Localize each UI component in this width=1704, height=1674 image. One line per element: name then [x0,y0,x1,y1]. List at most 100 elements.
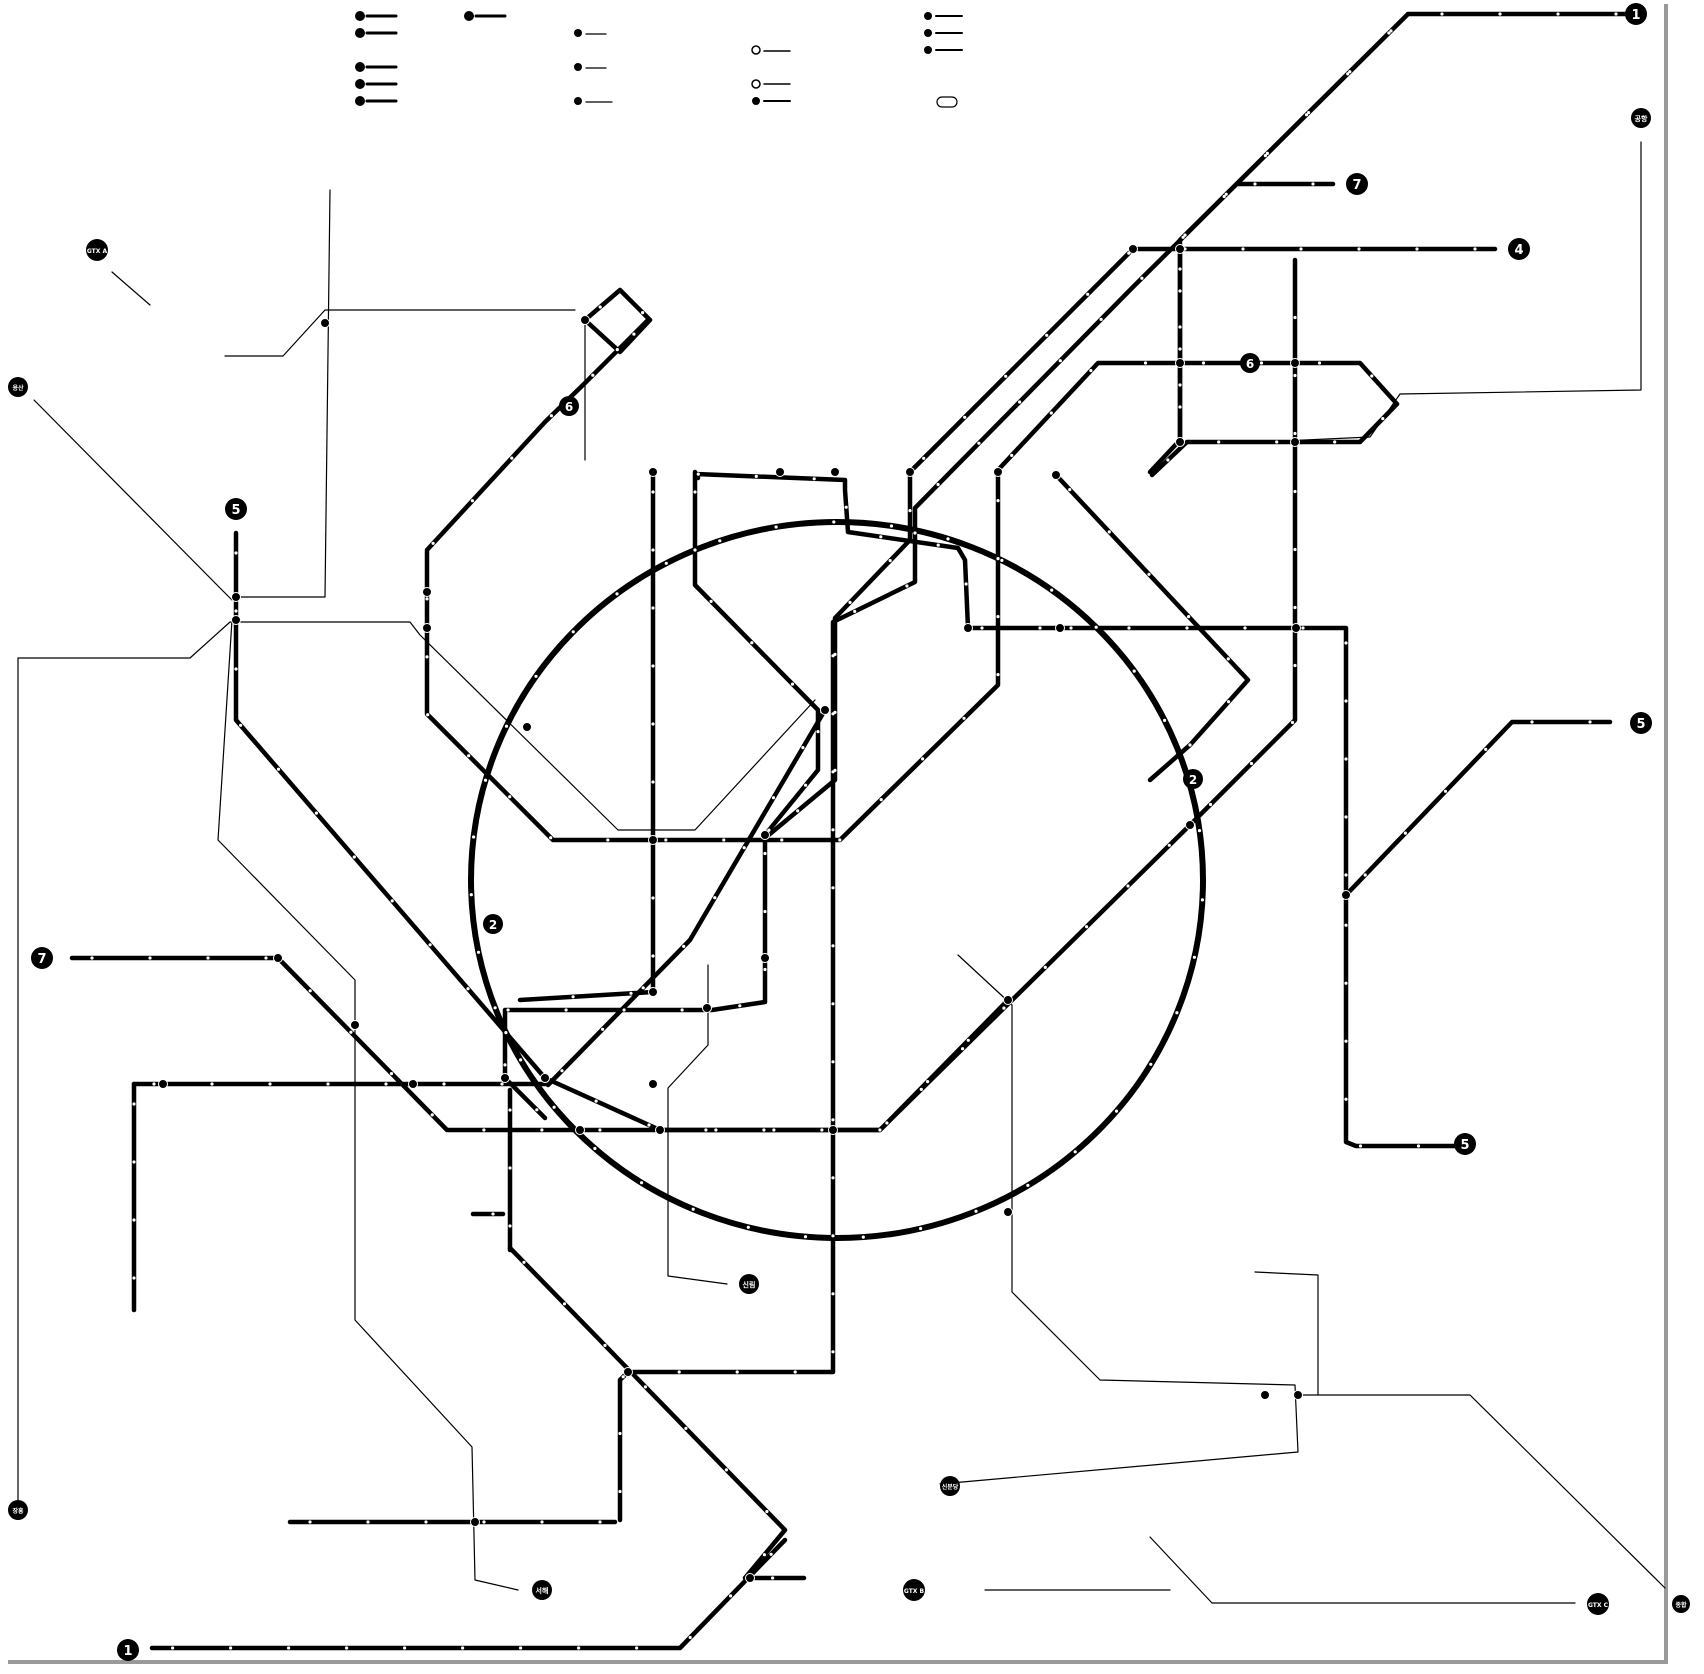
svg-text:6: 6 [565,400,573,414]
station-dot [812,477,816,481]
station-dot [1344,1039,1348,1043]
station-dot [1263,154,1267,158]
transfer-station [522,722,532,732]
svg-text:6: 6 [1246,357,1254,371]
station-dot [724,1468,729,1472]
terminal-badge-sillim: 신림 [739,1274,759,1294]
station-dot [1175,1011,1179,1015]
station-dot [1089,369,1093,373]
line-5 [233,257,1613,1149]
station-dot [816,730,820,734]
station-dot [1127,626,1131,630]
station-dot [996,499,1000,503]
station-dot [1344,815,1348,819]
station-dot [1058,359,1062,363]
station-dot [1217,440,1221,444]
station-dot [879,798,883,802]
transfer-station [1051,470,1061,480]
station-dot [722,838,726,842]
station-dot [1249,761,1254,766]
station-dot [1010,453,1014,457]
station-dot [888,559,892,563]
line-4-badge: 4 [1508,238,1530,260]
station-dot [1227,700,1231,704]
station-dot [1344,641,1348,645]
station-dot [1192,955,1196,959]
station-dot [571,995,575,999]
station-dot [152,1082,156,1086]
station-dot [384,1082,388,1086]
station-dot [922,456,926,460]
station-dot [635,1646,639,1650]
station-dot [820,1128,824,1132]
station-dot [1293,315,1297,320]
station-dot [913,531,917,535]
station-dot [206,956,210,960]
station-dot [677,1370,681,1374]
station-dot [831,1118,835,1122]
station-dot [535,1108,539,1112]
station-dot [632,332,636,336]
station-dot [519,1058,523,1062]
station-dot [1038,626,1042,630]
station-dot [974,1209,978,1213]
legend [355,11,963,108]
station-dot [738,1004,742,1008]
transfer-station [1185,820,1195,830]
station-dot [1443,789,1448,793]
transfer-station [648,1079,658,1089]
station-dot [1344,873,1348,877]
station-dot [621,1375,625,1379]
station-dot [132,1218,136,1222]
map-canvas [8,4,1668,1664]
station-dot [593,1146,597,1151]
station-dot [1143,361,1148,365]
station-dot [651,606,655,610]
transfer-station [1175,358,1185,368]
station-dot [1147,572,1151,576]
station-dot [1043,965,1047,970]
transfer-station [702,1003,712,1013]
svg-text:1: 1 [1631,8,1640,23]
svg-text:2: 2 [1189,773,1197,787]
station-dot [919,1087,923,1091]
station-dot [472,835,476,839]
station-dot [425,655,429,659]
transfer-station [422,623,432,633]
station-dot [844,505,848,509]
station-dot [503,1063,507,1067]
station-dot [461,1646,465,1650]
transfer-station [745,1573,755,1583]
station-dot [718,539,722,543]
station-dot [598,305,602,309]
transfer-station [648,835,658,845]
station-dot [1185,626,1189,630]
station-dot [641,311,645,315]
station-dots [90,12,1618,1650]
transfer-station [1055,623,1065,633]
station-dot [598,1128,602,1132]
station-dot [963,415,967,419]
terminal-badge-gtx-c: GTX C [1587,1593,1609,1615]
station-dot [1357,247,1361,251]
station-dot [693,548,697,552]
station-dot [765,1509,769,1514]
transfer-station [500,1073,510,1083]
station-dot [885,1121,889,1125]
station-dot [772,1128,776,1132]
station-dot [680,1008,684,1012]
transfer-station [1003,995,1013,1005]
station-dot [831,1060,835,1064]
station-dot [1498,12,1502,16]
transfer-station [828,1125,838,1135]
station-dot [482,1128,486,1132]
line-badges: 1 1 7 7 4 6 6 [31,3,1652,1661]
station-dot [1311,182,1315,186]
station-dot [549,414,554,418]
station-dot [1317,361,1322,365]
transfer-station [1293,1390,1303,1400]
station-dot [1293,547,1297,552]
station-dot [287,1646,291,1650]
station-dot [762,1553,767,1557]
transfer-station [231,615,241,625]
